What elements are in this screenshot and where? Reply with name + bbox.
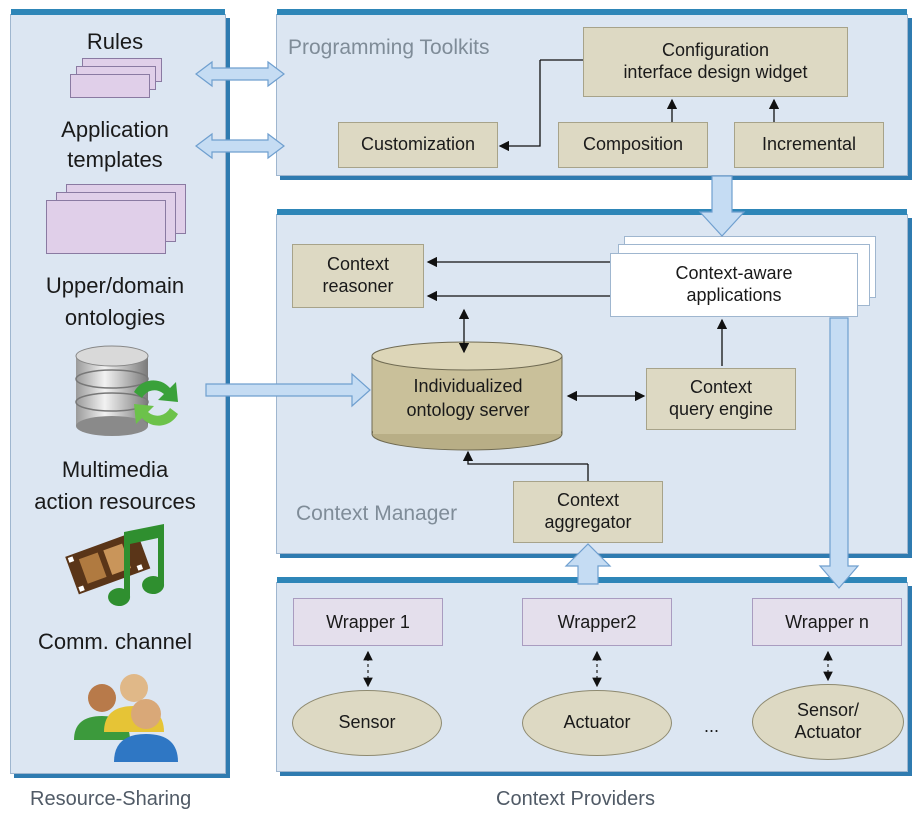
config-widget-line-2: interface design widget: [623, 62, 808, 82]
aggregator-line-2: aggregator: [544, 512, 632, 532]
context-aware-apps-box: Context-aware applications: [610, 253, 858, 317]
multimedia-label: Multimedia: [61, 457, 169, 482]
composition-box: Composition: [558, 122, 708, 168]
application-label: Application: [61, 117, 169, 142]
wrapper-1-box: Wrapper 1: [293, 598, 443, 646]
sensor-actuator-line-1: Sensor/: [796, 700, 860, 721]
action-resources-label: action resources: [34, 489, 196, 514]
ontology-server-cylinder: [371, 341, 563, 451]
context-providers-caption: Context Providers: [496, 788, 655, 810]
sensor-actuator-line-2: Actuator: [794, 722, 862, 742]
upper-domain-label: Upper/domain: [45, 273, 185, 298]
wrapper-1-label: Wrapper 1: [326, 611, 410, 632]
templates-label: templates: [67, 147, 163, 172]
resource-sharing-caption: Resource-Sharing: [30, 788, 192, 810]
wrapper-n-label: Wrapper n: [785, 611, 869, 632]
wrapper-n-box: Wrapper n: [752, 598, 902, 646]
ontology-server-label: Individualized ontology server: [372, 374, 564, 423]
people-icon: [74, 674, 178, 762]
actuator-label: Actuator: [563, 712, 631, 733]
context-aggregator-box: Context aggregator: [513, 481, 663, 543]
toolkits-title: Programming Toolkits: [288, 36, 490, 59]
ontologies-label: ontologies: [64, 305, 166, 330]
apps-line-1: Context-aware: [675, 263, 793, 284]
reasoner-line-2: reasoner: [322, 276, 394, 296]
config-widget-line-1: Configuration: [661, 40, 770, 61]
sensor-actuator-node: Sensor/ Actuator: [752, 684, 904, 760]
multimedia-icon: [65, 524, 165, 607]
context-providers-band: [277, 577, 907, 583]
resource-sharing-band: [11, 9, 225, 15]
actuator-node: Actuator: [522, 690, 672, 756]
reasoner-line-1: Context: [326, 254, 390, 275]
context-reasoner-box: Context reasoner: [292, 244, 424, 308]
ontology-server-line-2: ontology server: [406, 400, 530, 421]
rules-label: Rules: [86, 29, 144, 54]
context-manager-band: [277, 209, 907, 215]
incremental-box: Incremental: [734, 122, 884, 168]
sensor-label: Sensor: [338, 712, 396, 733]
database-sync-icon: [75, 345, 178, 436]
comm-channel-label: Comm. channel: [37, 629, 193, 654]
apps-line-2: applications: [686, 285, 782, 305]
composition-label: Composition: [582, 134, 684, 155]
query-engine-line-1: Context: [689, 377, 753, 398]
toolkits-band: [277, 9, 907, 15]
context-query-engine-box: Context query engine: [646, 368, 796, 430]
device-ellipsis: ...: [704, 716, 720, 736]
wrapper-2-label: Wrapper2: [557, 611, 637, 632]
customization-label: Customization: [360, 134, 476, 155]
context-manager-title: Context Manager: [296, 502, 458, 525]
ontology-server-line-1: Individualized: [413, 376, 523, 396]
query-engine-line-2: query engine: [668, 399, 774, 419]
config-widget-box: Configuration interface design widget: [583, 27, 848, 97]
wrapper-2-box: Wrapper2: [522, 598, 672, 646]
aggregator-line-1: Context: [556, 490, 620, 511]
sensor-node: Sensor: [292, 690, 442, 756]
incremental-label: Incremental: [761, 134, 857, 155]
customization-box: Customization: [338, 122, 498, 168]
